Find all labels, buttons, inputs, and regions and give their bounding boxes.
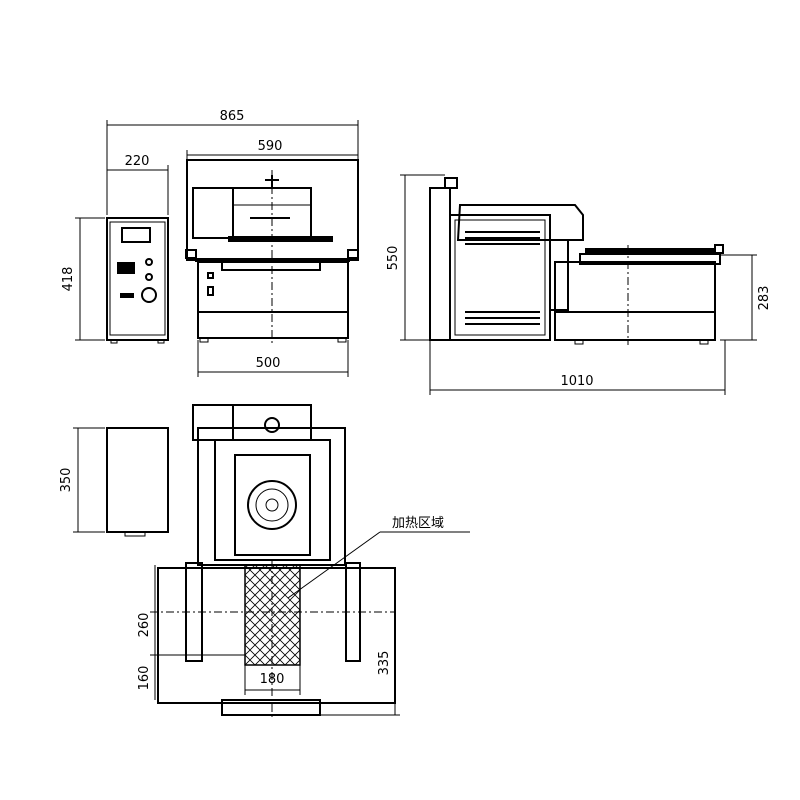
- display-screen: [121, 227, 151, 243]
- dim-heating-width: 180: [244, 665, 301, 695]
- dim-label: 180: [260, 672, 285, 687]
- switch-icon: [117, 262, 135, 274]
- heating-zone-label: 加热区域: [392, 516, 444, 531]
- dim-label: 500: [256, 356, 281, 371]
- dim-conveyor-span: 335: [320, 612, 400, 716]
- dim-heating-length: 260: [137, 565, 156, 655]
- dim-label: 283: [757, 286, 772, 311]
- dim-label: 418: [61, 267, 76, 292]
- dim-label: 865: [220, 109, 245, 124]
- dim-label: 350: [59, 468, 74, 493]
- machine-top: [150, 404, 396, 720]
- control-box-front: [106, 217, 169, 344]
- dim-label: 1010: [560, 374, 593, 389]
- fan-icon: [247, 480, 297, 530]
- dim-label: 550: [386, 246, 401, 271]
- dim-control-box-depth: 350: [59, 427, 105, 533]
- dim-label: 335: [377, 651, 392, 676]
- machine-front: [185, 159, 359, 345]
- emergency-stop-icon: [141, 287, 157, 303]
- dim-label: 220: [125, 154, 150, 169]
- dim-side-length: 1010: [429, 340, 726, 395]
- dim-conveyor-height: 283: [720, 254, 772, 341]
- dim-control-box-height: 418: [61, 217, 105, 341]
- dim-control-box-width: 220: [107, 154, 169, 215]
- dim-label: 160: [137, 666, 152, 691]
- dim-label: 260: [137, 613, 152, 638]
- dim-label: 590: [258, 139, 283, 154]
- machine-side: [429, 177, 724, 345]
- dim-offset: 160: [137, 654, 245, 700]
- heating-zone-callout: 加热区域: [287, 516, 470, 599]
- dim-base-width: 500: [197, 340, 349, 377]
- dim-side-height: 550: [386, 174, 445, 341]
- dim-machine-width: 590: [186, 139, 358, 250]
- control-box-top: [106, 427, 169, 537]
